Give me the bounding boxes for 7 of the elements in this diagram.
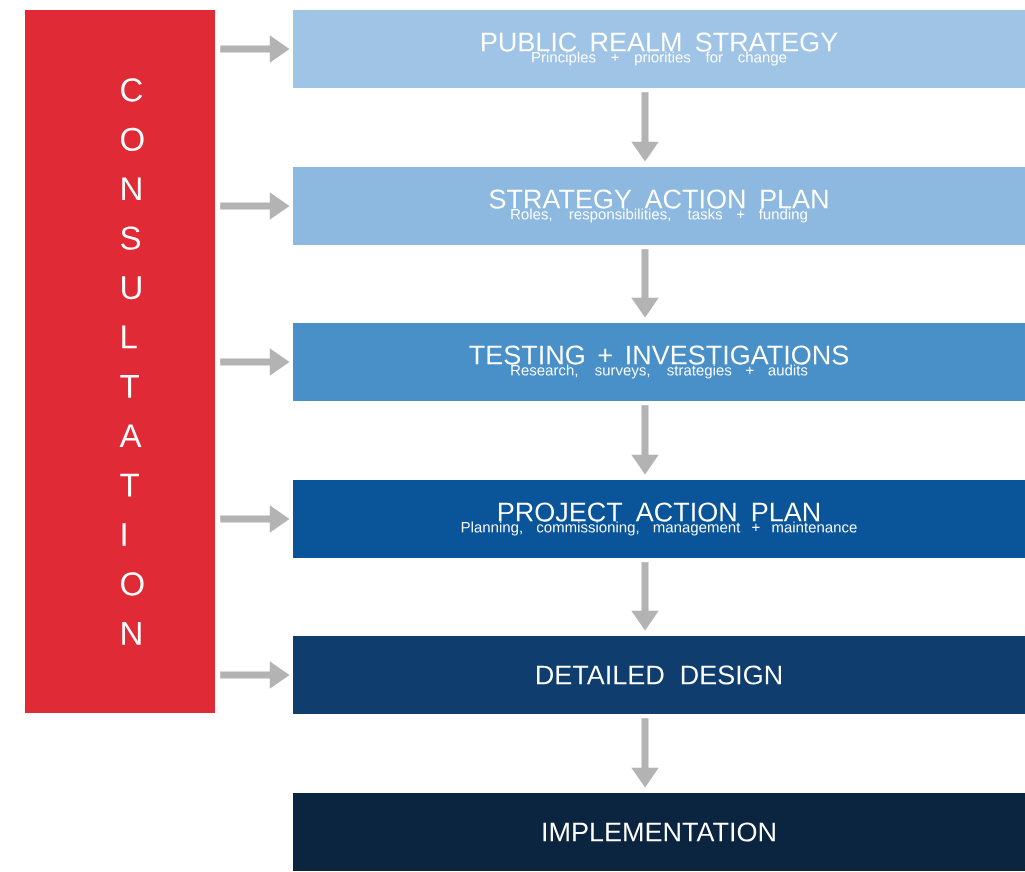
consultation-bar: CONSULTATION: [25, 10, 215, 713]
process-box: PROJECT ACTION PLAN Planning, commissioning, management + maintenance: [293, 480, 1025, 558]
process-box: TESTING + INVESTIGATIONS Research, surveys, strategies + audits: [293, 323, 1025, 401]
process-box: DETAILED DESIGN: [293, 636, 1025, 714]
process-box: IMPLEMENTATION: [293, 793, 1025, 871]
process-box: STRATEGY ACTION PLAN Roles, responsibilities, tasks + funding: [293, 167, 1025, 245]
process-box: PUBLIC REALM STRATEGY Principles + priorities for change: [293, 10, 1025, 88]
